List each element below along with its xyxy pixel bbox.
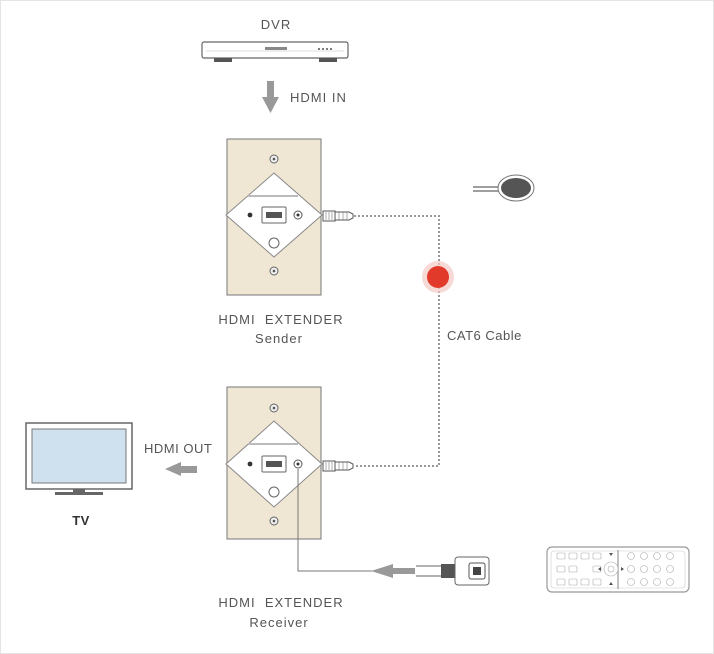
hdmi-in-label: HDMI IN [290,90,347,105]
hdmi-in-arrow [262,81,279,113]
receiver-wall-plate [225,386,323,540]
ir-extender-line [297,469,379,572]
cable-marker [422,261,454,293]
ir-receiver-eye [473,174,535,202]
ir-emitter-jack [416,556,490,586]
receiver-title-label: HDMI EXTENDER [218,595,344,610]
receiver-sub-label: Receiver [249,615,309,630]
tv-device [25,422,133,495]
hdmi-out-label: HDMI OUT [144,441,213,456]
cable-label: CAT6 Cable [447,328,522,343]
ir-extender-arrow [371,564,393,578]
receiver-rj45-plug [322,460,354,472]
sender-wall-plate [225,138,323,296]
sender-sub-label: Sender [255,331,303,346]
sender-title-label: HDMI EXTENDER [218,312,344,327]
sender-rj45-plug [322,210,354,222]
dvr-label: DVR [260,17,292,32]
tv-label: TV [72,513,90,528]
dvr-device [201,41,349,62]
remote-control [546,546,690,593]
hdmi-out-arrow [165,462,197,476]
cat6-cable-path [354,215,440,467]
